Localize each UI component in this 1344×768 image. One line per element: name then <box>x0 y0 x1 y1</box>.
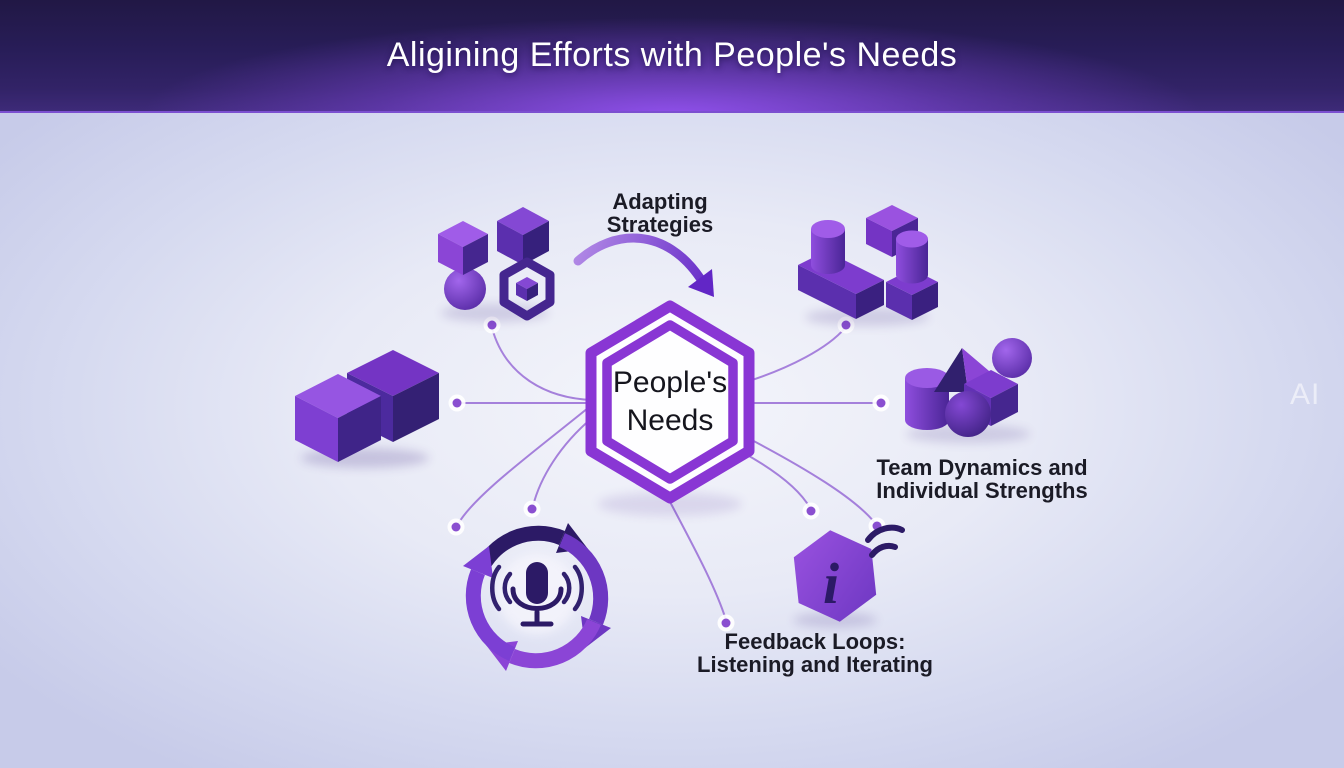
info-glyph: i <box>823 551 839 616</box>
twin-cubes-icon <box>295 350 439 468</box>
info-hexagon-signal-icon: i <box>793 524 905 628</box>
callout-feedback-line2: Listening and Iterating <box>697 652 933 677</box>
feedback-cycle-microphone-icon <box>463 523 611 671</box>
microphone-icon <box>490 562 584 627</box>
callout-adapting-line1: Adapting <box>612 189 708 214</box>
connector-dots <box>447 316 890 632</box>
connector-lines <box>457 327 879 621</box>
center-node-label: People's Needs <box>580 364 760 440</box>
page-title: Aligining Efforts with People's Needs <box>386 36 958 74</box>
callout-adapting-strategies: Adapting Strategies <box>555 190 765 236</box>
block-cylinders-icon <box>798 205 938 326</box>
geometric-team-shapes-icon <box>905 338 1032 443</box>
people-needs-hexagon <box>585 300 755 516</box>
callout-team-line1: Team Dynamics and <box>876 455 1088 480</box>
adapting-arrow-icon <box>573 233 714 297</box>
center-node-line1: People's <box>612 366 728 399</box>
callout-feedback-loops: Feedback Loops: Listening and Iterating <box>695 630 935 676</box>
header-banner: Aligining Efforts with People's Needs <box>0 0 1344 113</box>
callout-feedback-line1: Feedback Loops: <box>724 629 906 654</box>
callout-team-dynamics: Team Dynamics and Individual Strengths <box>872 456 1092 502</box>
ai-watermark: AI <box>1290 378 1321 411</box>
cubes-assembly-icon <box>438 207 555 322</box>
callout-adapting-line2: Strategies <box>606 212 714 237</box>
callout-team-line2: Individual Strengths <box>876 478 1088 503</box>
center-node-line2: Needs <box>626 404 714 437</box>
